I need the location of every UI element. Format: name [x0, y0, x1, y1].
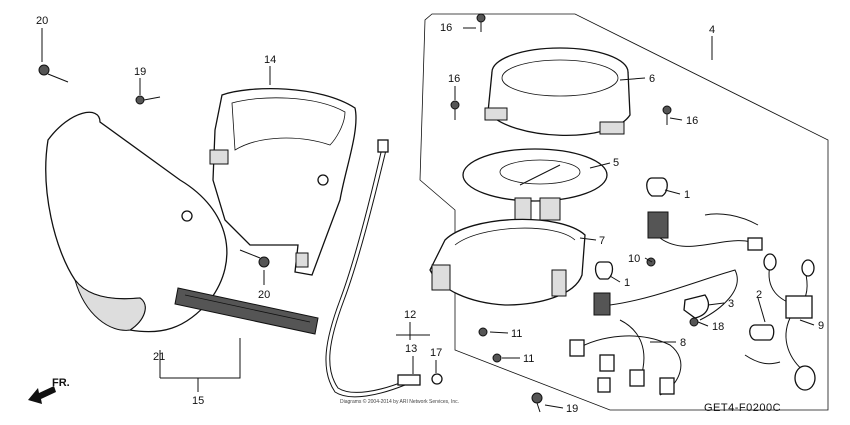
- label-5: 5: [613, 157, 619, 169]
- label-4: 4: [709, 24, 715, 36]
- label-16-left: 16: [448, 73, 460, 85]
- label-19-left: 19: [134, 66, 146, 78]
- label-15: 15: [192, 395, 204, 407]
- emblem-part[interactable]: [174, 287, 319, 335]
- wire-harness-part[interactable]: [569, 213, 763, 396]
- label-2: 2: [756, 289, 762, 301]
- label-11-upper: 11: [511, 328, 522, 340]
- leader-lines: [41, 27, 815, 409]
- copyright-text: Diagrams © 2004-2014 by ARI Network Serv…: [340, 398, 459, 405]
- front-direction-arrow: FR.: [28, 377, 70, 404]
- label-14: 14: [264, 54, 276, 66]
- label-18: 18: [712, 321, 724, 333]
- label-12: 12: [404, 309, 416, 321]
- speedometer-cable-part[interactable]: [325, 139, 443, 398]
- clamp-part[interactable]: [683, 294, 709, 319]
- meter-lower-case-part[interactable]: [429, 218, 586, 306]
- label-1-top: 1: [684, 189, 690, 201]
- front-cover-part[interactable]: [45, 111, 228, 333]
- bulb-part[interactable]: [593, 177, 669, 316]
- screw-icon: [38, 13, 699, 413]
- label-16-top: 16: [440, 22, 452, 34]
- label-10: 10: [628, 253, 640, 265]
- meter-assembly-outline: [419, 13, 829, 411]
- label-9: 9: [818, 320, 824, 332]
- label-7: 7: [599, 235, 605, 247]
- label-20-top: 20: [36, 15, 48, 27]
- label-19-bottom: 19: [566, 403, 578, 415]
- inner-cover-part[interactable]: [209, 87, 357, 276]
- label-17: 17: [430, 347, 442, 359]
- label-6: 6: [649, 73, 655, 85]
- meter-case-part[interactable]: [484, 47, 631, 136]
- label-8: 8: [680, 337, 686, 349]
- meter-panel-part[interactable]: [462, 148, 608, 227]
- indicator-harness-part[interactable]: [744, 253, 816, 391]
- label-20-bottom: 20: [258, 289, 270, 301]
- label-13: 13: [405, 343, 417, 355]
- label-3: 3: [728, 298, 734, 310]
- label-21: 21: [153, 351, 165, 363]
- label-16-right: 16: [686, 115, 698, 127]
- label-11-lower: 11: [523, 353, 534, 365]
- direction-label: FR.: [52, 377, 70, 389]
- label-1-bottom: 1: [624, 277, 630, 289]
- diagram-code: GET4-F0200C: [704, 402, 781, 414]
